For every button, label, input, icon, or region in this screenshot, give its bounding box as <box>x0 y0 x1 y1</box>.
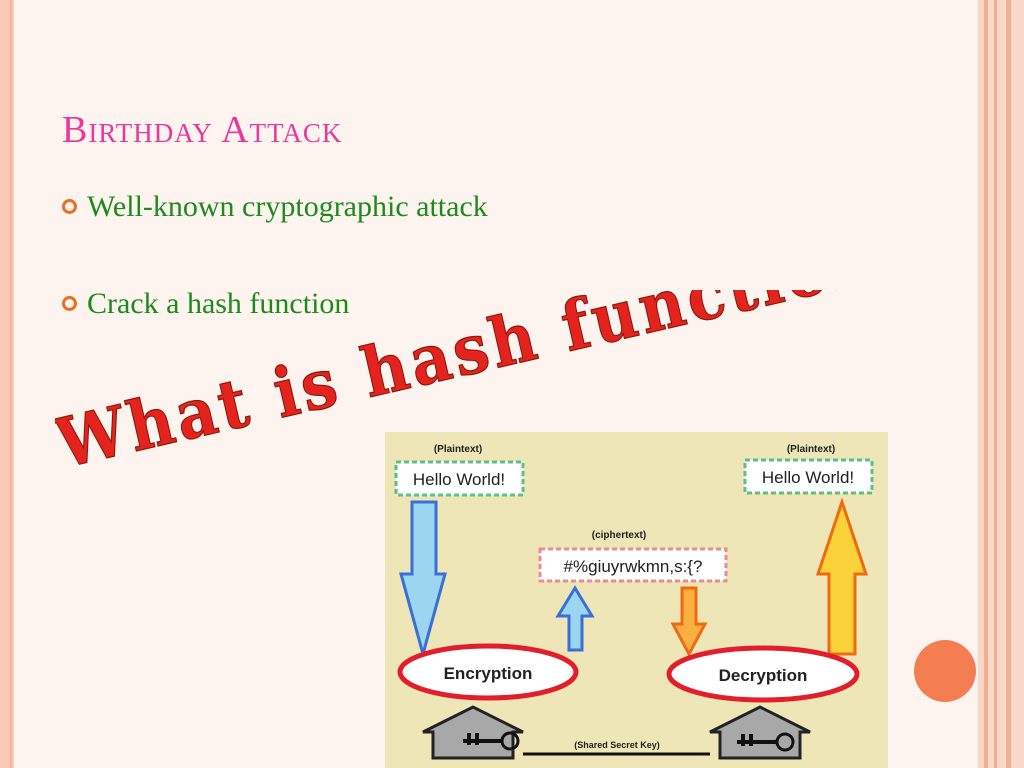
decorative-circle <box>914 640 976 702</box>
ciphertext-value: #%giuyrwkmn,s:{? <box>564 557 703 576</box>
encryption-ellipse <box>397 643 579 701</box>
up-arrow-icon <box>555 585 595 652</box>
plaintext-left-value: Hello World! <box>413 470 505 489</box>
up-arrow-icon <box>815 497 869 656</box>
slide-title: Birthday Attack <box>62 109 343 151</box>
down-arrow-icon <box>399 500 447 660</box>
shared-key-label: (Shared Secret Key) <box>574 740 660 750</box>
plaintext-right-value: Hello World! <box>762 468 854 487</box>
key-holder-left <box>422 705 524 760</box>
right-frame-stripe <box>994 0 997 768</box>
bullet-item: Crack a hash function <box>62 287 349 321</box>
bullet-text: Crack a hash function <box>87 287 350 320</box>
right-frame-stripe <box>1006 0 1011 768</box>
bullet-text: Well-known cryptographic attack <box>87 190 488 223</box>
plaintext-right-box <box>743 458 874 495</box>
encryption-diagram: (Plaintext) Hello World! (Plaintext) Hel… <box>385 432 888 768</box>
key-left-icon <box>463 731 520 751</box>
right-frame-stripe <box>984 0 988 768</box>
key-holder-right <box>709 705 811 760</box>
plaintext-left-box <box>394 460 525 497</box>
encryption-label: Encryption <box>444 664 533 683</box>
plaintext-right-label: (Plaintext) <box>787 444 835 455</box>
decryption-label: Decryption <box>719 666 808 685</box>
plaintext-left-label: (Plaintext) <box>434 444 482 455</box>
ciphertext-label: (ciphertext) <box>592 530 646 541</box>
decryption-ellipse <box>666 645 860 703</box>
bullet-item: Well-known cryptographic attack <box>62 190 488 224</box>
down-arrow-icon <box>670 586 708 658</box>
bullet-ring-icon <box>62 198 77 214</box>
bullet-ring-icon <box>62 295 77 311</box>
right-frame-border <box>978 0 1024 768</box>
ciphertext-box <box>538 547 728 583</box>
key-right-icon <box>737 732 795 752</box>
left-frame-line <box>10 0 12 768</box>
